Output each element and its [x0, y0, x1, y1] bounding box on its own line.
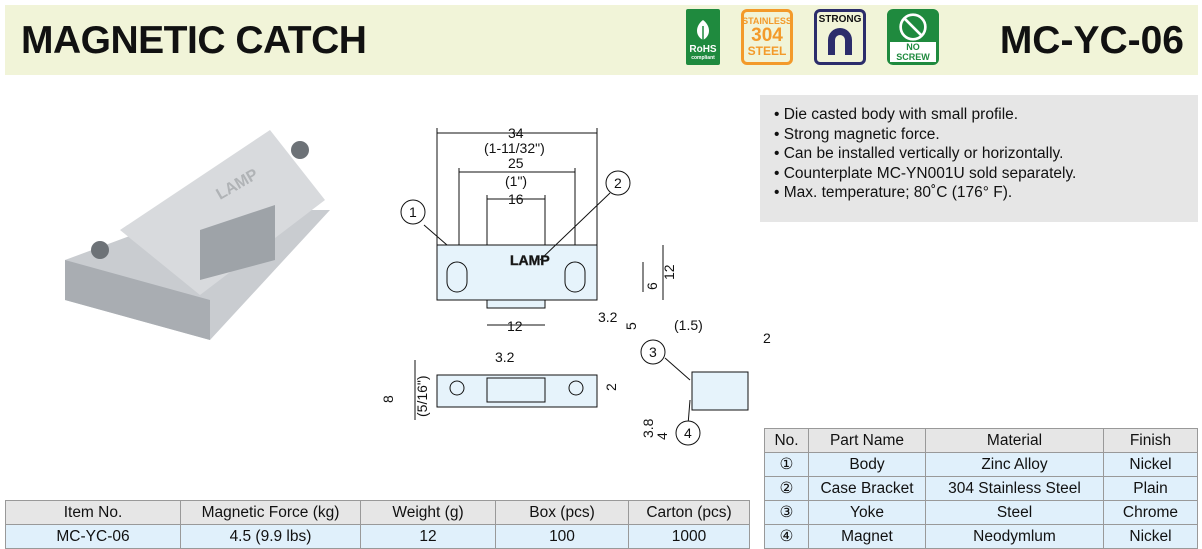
strong-label: STRONG: [818, 14, 862, 25]
dim-2-right: 2: [763, 330, 771, 346]
cell-material: 304 Stainless Steel: [925, 476, 1104, 501]
callout-3: 3: [649, 344, 657, 360]
feature-item: Max. temperature; 80˚C (176° F).: [774, 183, 1184, 203]
dim-4: 4: [654, 432, 670, 440]
col-carton: Carton (pcs): [628, 500, 750, 525]
callout-4: 4: [684, 425, 692, 441]
cell-part-name: Body: [808, 452, 926, 477]
cell-material: Steel: [925, 500, 1104, 525]
dim-3-2: 3.2: [598, 309, 618, 325]
cell-weight: 12: [360, 524, 496, 549]
cell-material: Zinc Alloy: [925, 452, 1104, 477]
product-photo: LAMP: [65, 130, 330, 340]
col-part-name: Part Name: [808, 428, 926, 453]
no-screw-icon: [899, 13, 927, 41]
feature-item: Can be installed vertically or horizonta…: [774, 144, 1184, 164]
dim-6: 6: [644, 282, 660, 290]
col-material: Material: [925, 428, 1104, 453]
cell-finish: Chrome: [1103, 500, 1198, 525]
dim-3-2-hole: 3.2: [495, 349, 515, 365]
strong-badge: STRONG: [814, 9, 866, 65]
cell-part-name: Case Bracket: [808, 476, 926, 501]
cell-part-name: Yoke: [808, 500, 926, 525]
no-screw-badge: NO SCREW: [887, 9, 939, 65]
no-screw-label: NO SCREW: [890, 42, 936, 62]
cell-no: ③: [764, 500, 809, 525]
cell-no: ②: [764, 476, 809, 501]
table-row: MC-YC-06 4.5 (9.9 lbs) 12 100 1000: [5, 524, 750, 549]
cell-material: Neodymlum: [925, 524, 1104, 549]
dim-12-height: 12: [661, 264, 677, 280]
feature-item: Counterplate MC-YN001U sold separately.: [774, 164, 1184, 184]
dim-8: 8: [380, 395, 396, 403]
rohs-label: RoHS: [689, 44, 717, 55]
stainless-line1: STAINLESS: [742, 16, 792, 26]
body-logo: LAMP: [510, 252, 550, 268]
dim-1-5: (1.5): [674, 317, 703, 333]
col-item-no: Item No.: [5, 500, 181, 525]
feature-list: Die casted body with small profile. Stro…: [760, 95, 1198, 222]
feature-item: Die casted body with small profile.: [774, 105, 1184, 125]
feature-item: Strong magnetic force.: [774, 125, 1184, 145]
spec-table: Item No. Magnetic Force (kg) Weight (g) …: [5, 500, 750, 549]
dim-34-inch: (1-11/32"): [484, 140, 545, 156]
cell-finish: Nickel: [1103, 524, 1198, 549]
cell-no: ④: [764, 524, 809, 549]
dim-8-inch: (5/16"): [414, 375, 430, 417]
col-finish: Finish: [1103, 428, 1198, 453]
dim-12-width: 12: [507, 318, 523, 334]
cell-no: ①: [764, 452, 809, 477]
cell-magnetic-force: 4.5 (9.9 lbs): [180, 524, 361, 549]
cell-item-no: MC-YC-06: [5, 524, 181, 549]
dim-34: 34: [508, 125, 524, 141]
header-band: MAGNETIC CATCH MC-YC-06: [5, 5, 1198, 75]
dim-25-inch: (1"): [505, 173, 527, 189]
dim-2-side: 2: [603, 383, 619, 391]
callout-2: 2: [614, 175, 622, 191]
dim-25: 25: [508, 155, 524, 171]
cell-box: 100: [495, 524, 629, 549]
leaf-icon: [697, 20, 709, 42]
dim-5: 5: [623, 322, 639, 330]
cell-part-name: Magnet: [808, 524, 926, 549]
col-no: No.: [764, 428, 809, 453]
cell-finish: Plain: [1103, 476, 1198, 501]
technical-drawing: LAMP 34 (1-11/32") 25 (1") 16 12 6 12 3.…: [380, 125, 771, 446]
stainless-line3: STEEL: [747, 44, 787, 58]
cell-finish: Nickel: [1103, 452, 1198, 477]
stainless-line2: 304: [751, 25, 783, 46]
col-box: Box (pcs): [495, 500, 629, 525]
rohs-sub: compliant: [691, 55, 715, 61]
stainless-badge: STAINLESS 304 STEEL: [741, 9, 793, 65]
col-weight: Weight (g): [360, 500, 496, 525]
dim-16: 16: [508, 191, 524, 207]
cell-carton: 1000: [628, 524, 750, 549]
magnet-icon: [828, 28, 852, 55]
rohs-badge: RoHS compliant: [686, 9, 720, 65]
dim-3-8: 3.8: [640, 418, 656, 438]
page-title: MAGNETIC CATCH: [21, 19, 367, 62]
model-number: MC-YC-06: [999, 19, 1184, 62]
col-magnetic-force: Magnetic Force (kg): [180, 500, 361, 525]
callout-1: 1: [409, 204, 417, 220]
